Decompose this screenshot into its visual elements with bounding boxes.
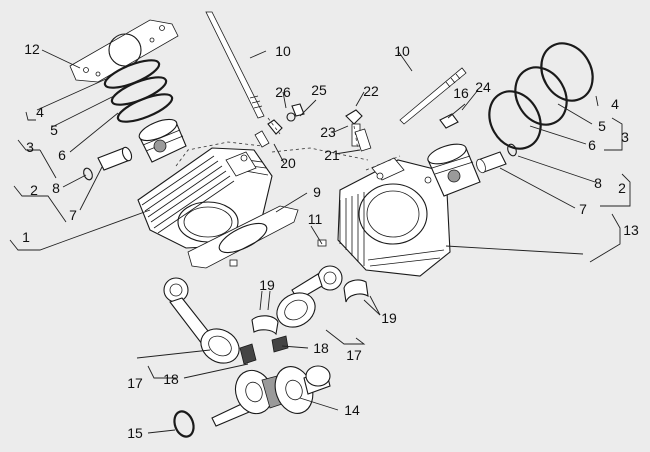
callout-15: 15: [127, 425, 143, 441]
callout-8-left: 8: [52, 180, 60, 196]
callout-4-left: 4: [36, 104, 44, 120]
callout-16: 16: [453, 85, 469, 101]
callout-19-left: 19: [259, 277, 275, 293]
callout-14: 14: [344, 402, 360, 418]
callout-7-right: 7: [579, 201, 587, 217]
callout-19-right: 19: [381, 310, 397, 326]
right-oil-nozzle: [345, 109, 459, 152]
callout-20: 20: [280, 155, 296, 171]
right-cylinder: [337, 157, 451, 277]
callout-1: 1: [22, 229, 30, 245]
assembly-lines: [175, 117, 401, 171]
group-brackets: [9, 111, 631, 379]
right-piston-pin: [476, 151, 507, 174]
callout-7-left: 7: [69, 207, 77, 223]
right-connecting-rod: [276, 265, 343, 328]
callout-10-left: 10: [275, 43, 291, 59]
callout-18-right: 18: [313, 340, 329, 356]
callout-22: 22: [363, 83, 379, 99]
left-connecting-rod: [163, 277, 240, 364]
dowel-11: [229, 239, 327, 267]
left-cylinder-head-gasket: [69, 19, 179, 83]
callout-3-left: 3: [26, 139, 34, 155]
callout-26: 26: [275, 84, 291, 100]
callout-6-right: 6: [588, 137, 596, 153]
left-stud: [205, 11, 265, 119]
callout-2-left: 2: [30, 182, 38, 198]
callout-17-left: 17: [127, 375, 143, 391]
callout-labels: 12 10 10 25 26 22 24 16 4 4 5 5 23 3 3 6…: [22, 41, 639, 441]
left-piston: [138, 118, 187, 163]
right-stud: [399, 67, 467, 125]
left-piston-rings: [103, 59, 174, 123]
left-circlip: [83, 167, 93, 181]
callout-3-right: 3: [621, 129, 629, 145]
callout-18-left: 18: [163, 371, 179, 387]
callout-25: 25: [311, 82, 327, 98]
callout-6-left: 6: [58, 147, 66, 163]
callout-23: 23: [320, 124, 336, 140]
callout-5-right: 5: [598, 118, 606, 134]
crank-washer: [173, 410, 195, 438]
rod-bearing-shells: [251, 279, 369, 336]
callout-11: 11: [308, 211, 323, 227]
callout-9: 9: [313, 184, 321, 200]
crankshaft: [211, 365, 331, 427]
callout-10-right: 10: [394, 43, 410, 59]
rod-bolts: [239, 335, 289, 365]
callout-17-right: 17: [346, 347, 362, 363]
callout-12-left: 12: [24, 41, 40, 57]
callout-24: 24: [475, 79, 491, 95]
callout-4-right: 4: [611, 96, 619, 112]
leader-lines: [36, 49, 599, 434]
left-base-gasket: [187, 205, 299, 269]
right-piston-rings: [488, 42, 594, 150]
left-oil-nozzle: [254, 103, 305, 148]
callout-2-right: 2: [618, 180, 626, 196]
callout-5-left: 5: [50, 122, 58, 138]
left-piston-pin: [97, 146, 133, 171]
right-piston: [427, 143, 481, 197]
callout-8-right: 8: [594, 175, 602, 191]
callout-21: 21: [324, 147, 340, 163]
callout-13: 13: [623, 222, 639, 238]
